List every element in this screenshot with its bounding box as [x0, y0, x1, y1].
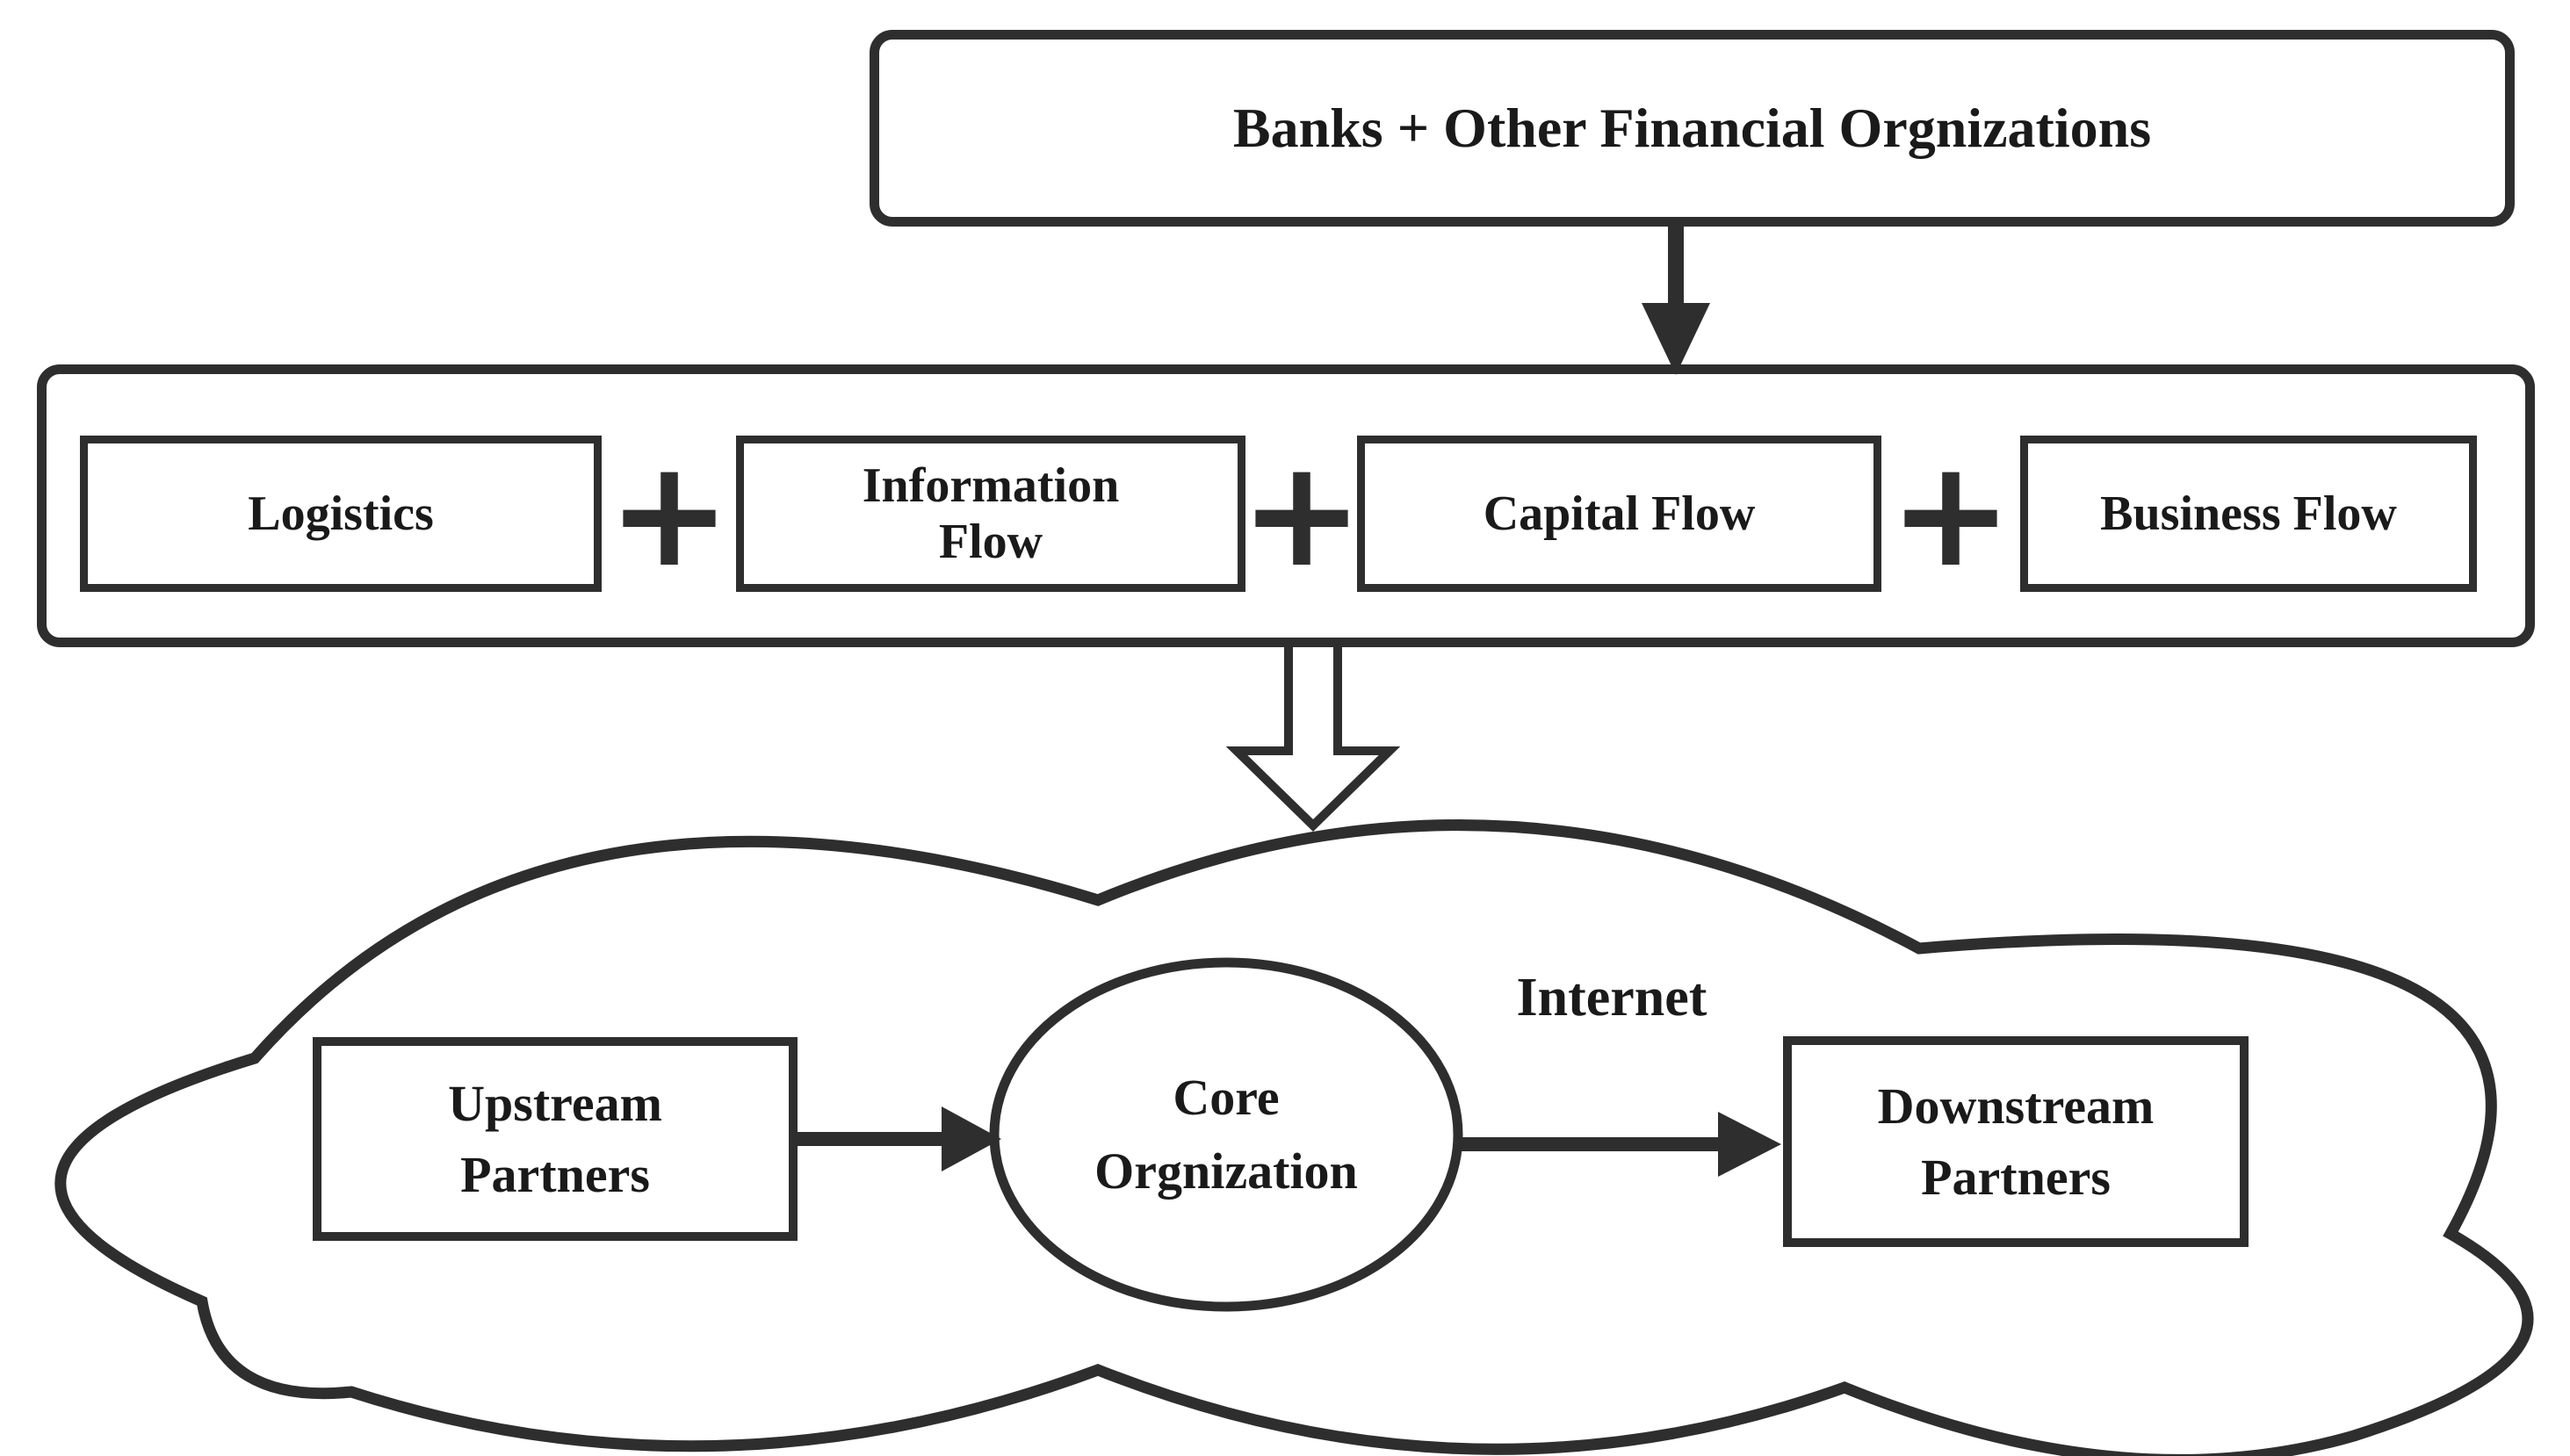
flow-box-logistics: Logistics	[80, 436, 602, 592]
flow-box-business-flow-label: Business Flow	[2100, 486, 2397, 541]
arrow-upstream-to-core	[798, 1106, 1001, 1171]
downstream-partners-line2: Partners	[1921, 1149, 2111, 1206]
flow-box-capital-flow: Capital Flow	[1357, 436, 1881, 592]
core-orgnization-label: Core Orgnization	[994, 962, 1458, 1307]
plus-icon: +	[1231, 428, 1372, 600]
banks-box: Banks + Other Financial Orgnizations	[870, 30, 2515, 227]
core-orgnization-line2: Orgnization	[1094, 1142, 1358, 1200]
core-orgnization-ellipse	[989, 957, 1463, 1312]
plus-icon: +	[1881, 428, 2021, 600]
plus-icon: +	[599, 428, 740, 600]
flow-box-logistics-label: Logistics	[248, 486, 434, 541]
banks-box-label: Banks + Other Financial Orgnizations	[1232, 97, 2152, 159]
internet-label-text: Internet	[1516, 967, 1707, 1027]
plus-sign: +	[607, 428, 732, 600]
internet-cloud-label: Internet	[1440, 962, 1783, 1033]
flow-box-information-flow-line2: Flow	[938, 515, 1043, 569]
flow-box-information-flow: Information Flow	[736, 436, 1245, 592]
upstream-partners-box: Upstream Partners	[313, 1037, 798, 1241]
flow-box-information-flow-line1: Information	[862, 458, 1120, 513]
flow-box-capital-flow-label: Capital Flow	[1483, 486, 1756, 541]
plus-sign: +	[1888, 428, 2013, 600]
flow-row-container	[37, 364, 2535, 647]
downstream-partners-box: Downstream Partners	[1783, 1036, 2249, 1247]
upstream-partners-line2: Partners	[460, 1146, 650, 1203]
core-orgnization-line1: Core	[1173, 1068, 1280, 1126]
downstream-partners-line1: Downstream	[1877, 1077, 2155, 1135]
arrow-core-to-downstream	[1459, 1112, 1781, 1177]
upstream-partners-line1: Upstream	[448, 1074, 662, 1132]
plus-sign: +	[1239, 428, 1364, 600]
arrow-banks-to-flows	[1642, 227, 1710, 375]
flow-box-business-flow: Business Flow	[2020, 436, 2477, 592]
arrow-flows-to-cloud	[1225, 638, 1401, 832]
